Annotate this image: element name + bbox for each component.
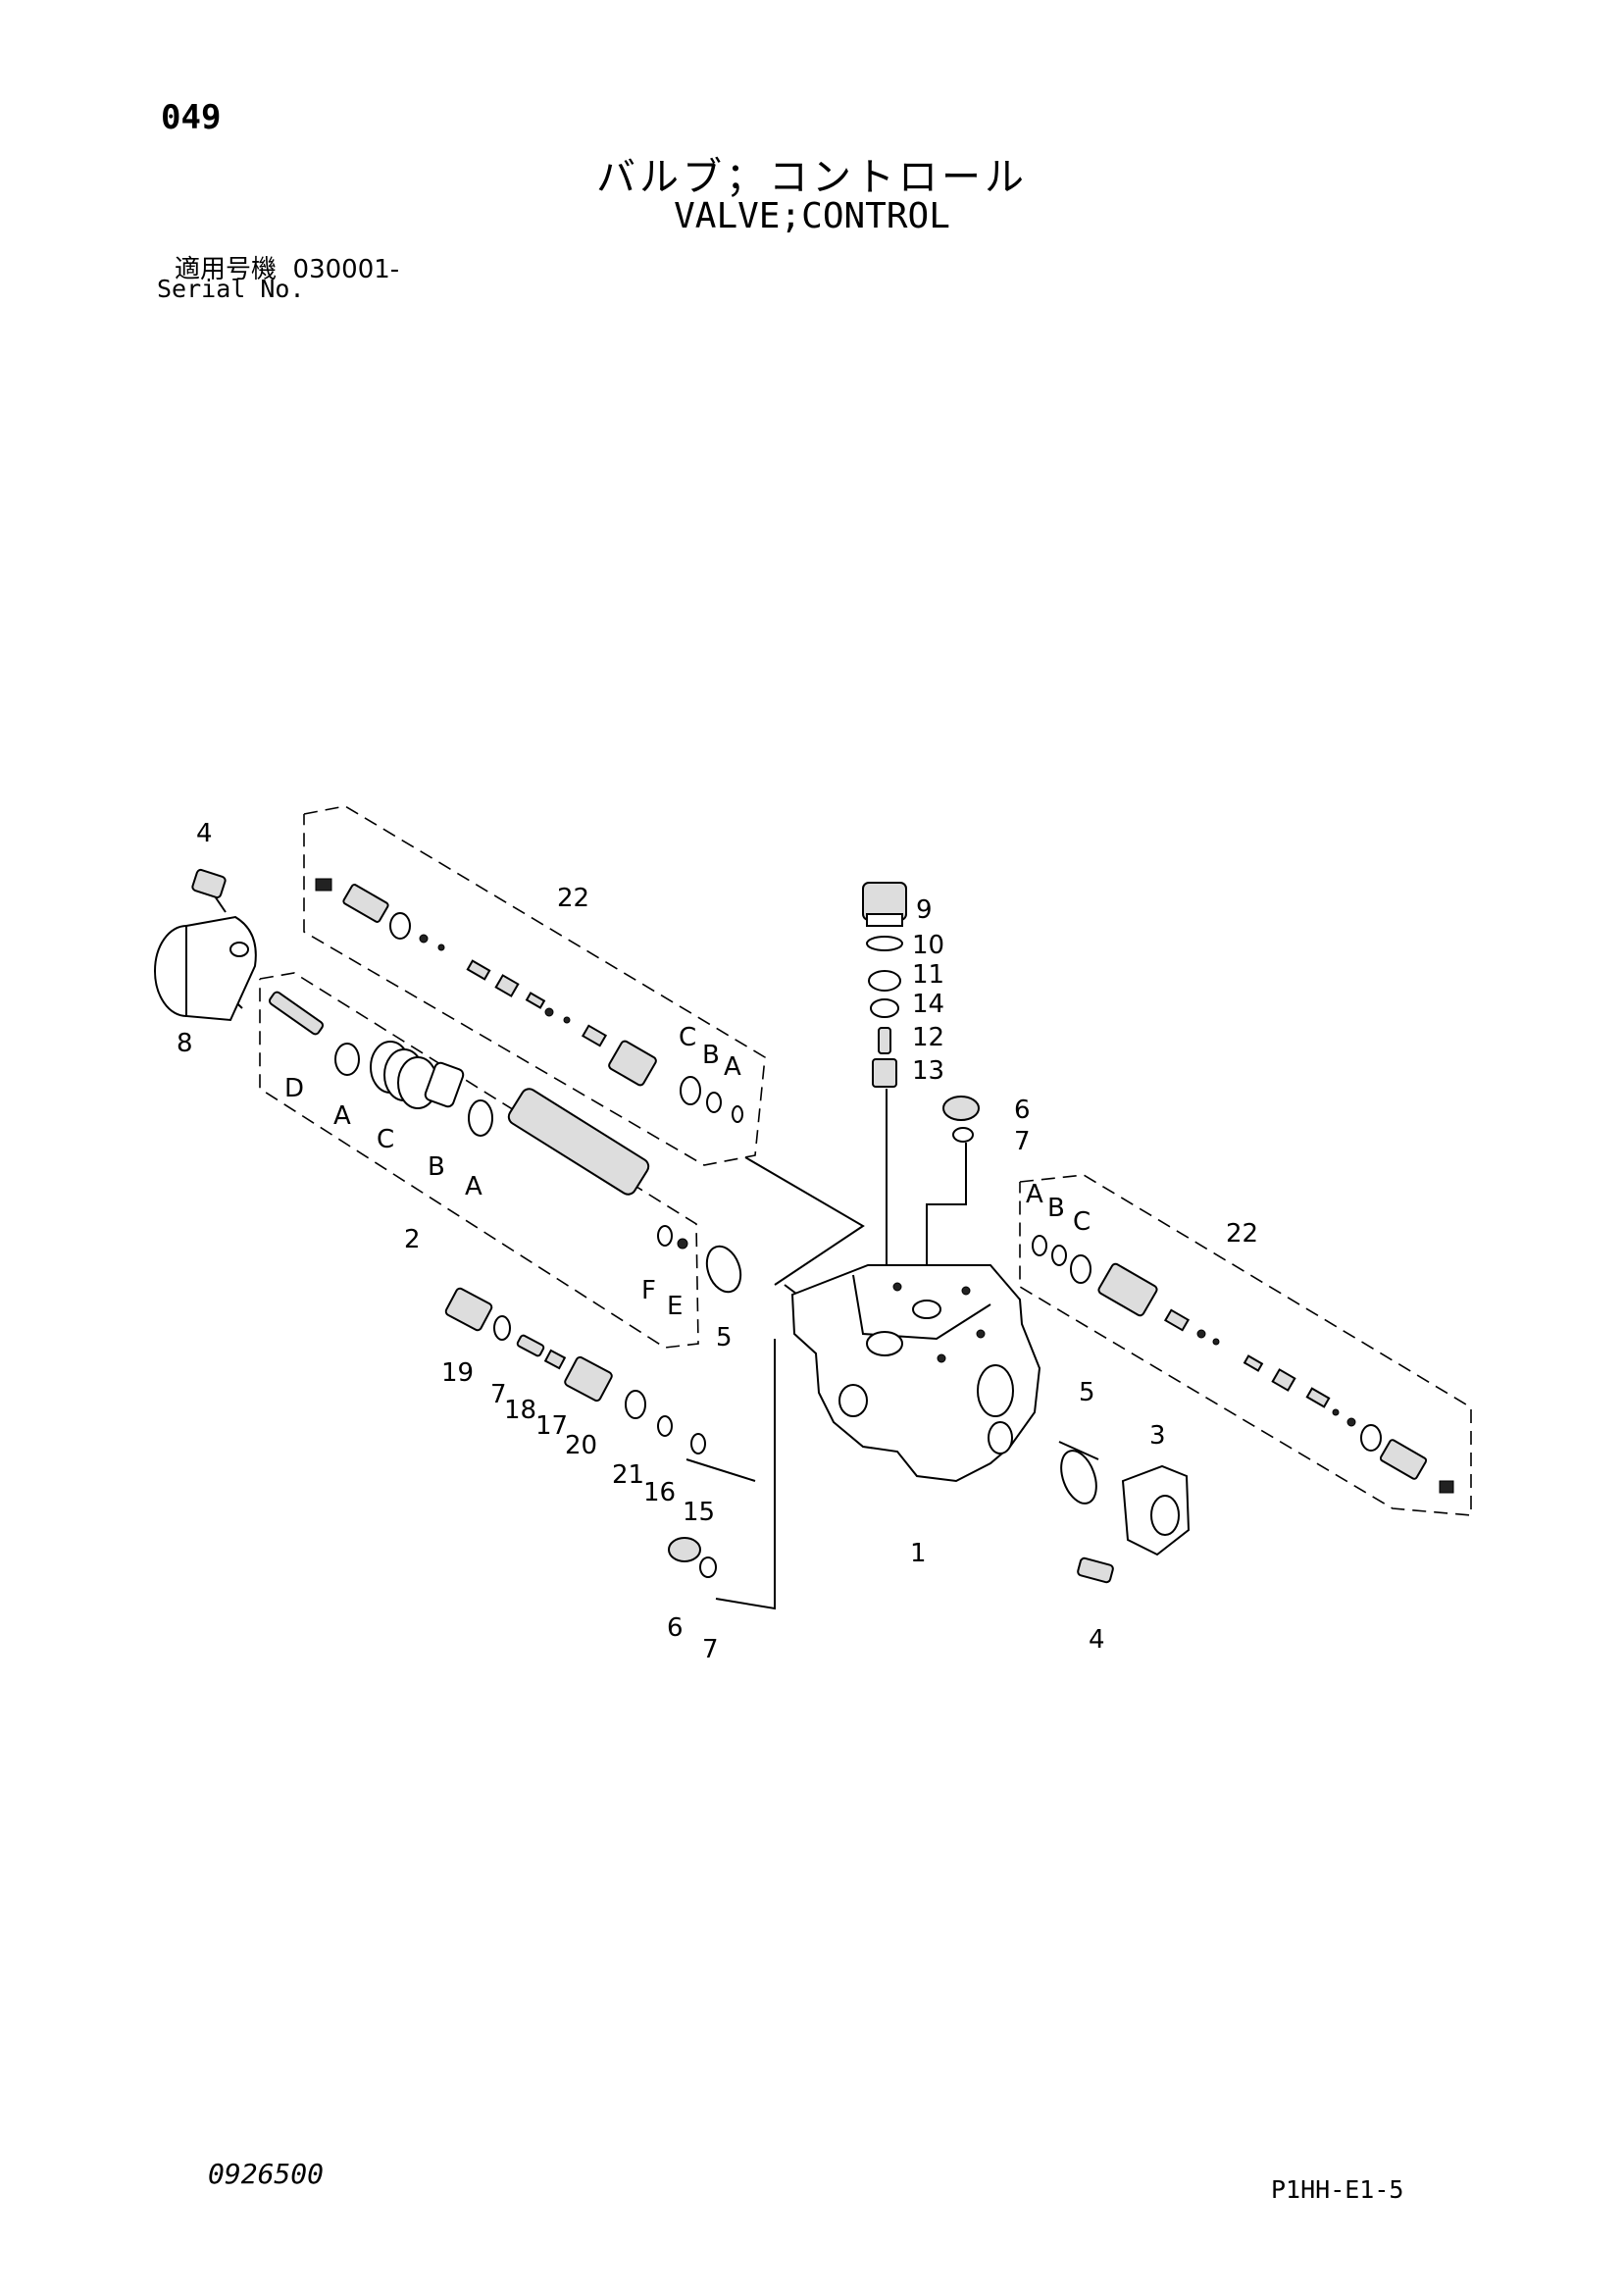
callout-F: F (641, 1276, 656, 1305)
callout-14: 14 (912, 990, 944, 1019)
page-code: P1HH-E1-5 (1271, 2175, 1404, 2204)
callout-B-top: B (702, 1041, 720, 1070)
callout-E: E (667, 1292, 683, 1321)
page-number: 049 (161, 98, 222, 137)
callout-A-1: A (333, 1101, 351, 1131)
callout-22-right: 22 (1226, 1219, 1258, 1249)
lower-left-parts (444, 1287, 706, 1454)
callout-4-bottom: 4 (1089, 1625, 1105, 1655)
callout-21: 21 (612, 1460, 644, 1490)
callout-1: 1 (910, 1539, 927, 1568)
group-22-top-boundary (303, 805, 766, 1166)
part-4-bolt-top (191, 868, 227, 899)
callout-11: 11 (912, 960, 944, 990)
callout-8: 8 (177, 1029, 193, 1058)
part-4-bolt-bottom (1077, 1556, 1114, 1584)
group-22-right-parts (1032, 1235, 1454, 1494)
serial-label-japanese: 適用号機 (175, 255, 278, 284)
callout-2: 2 (404, 1225, 421, 1254)
title-english: VALVE;CONTROL (674, 196, 950, 236)
callout-15: 15 (683, 1498, 715, 1527)
callout-10: 10 (912, 931, 944, 960)
group-2-parts (268, 991, 688, 1250)
document-code: 0926500 (208, 2158, 325, 2190)
callout-A-top: A (724, 1052, 741, 1082)
serial-label-english: Serial No. (157, 275, 305, 303)
callout-3: 3 (1149, 1421, 1166, 1451)
callout-18: 18 (504, 1396, 536, 1425)
callout-19: 19 (441, 1358, 474, 1388)
title-japanese: バルブ；コントロール (596, 155, 1028, 200)
callout-labels: 4 8 22 D A C B A 2 F E C B A 9 10 11 14 … (177, 819, 1258, 1664)
callout-A-right: A (1026, 1180, 1043, 1209)
serial-value: 030001- (292, 255, 400, 284)
callout-22-top: 22 (557, 884, 589, 913)
group-22-top-parts (315, 878, 743, 1123)
callout-A-2: A (465, 1172, 482, 1201)
callout-B-1: B (428, 1152, 445, 1182)
callout-9: 9 (916, 895, 933, 925)
callout-C-top: C (679, 1023, 696, 1052)
callout-7-bottom: 7 (702, 1635, 719, 1664)
callout-C-1: C (377, 1125, 394, 1154)
callout-4-top: 4 (196, 819, 213, 848)
parts-9-to-14-stack (862, 882, 907, 1088)
callout-7-mid: 7 (490, 1380, 507, 1409)
part-1-valve-body (790, 1264, 1041, 1483)
callout-B-right: B (1047, 1194, 1065, 1223)
part-8-flange (154, 915, 257, 1022)
callout-D: D (284, 1074, 304, 1103)
callout-5-right: 5 (1079, 1378, 1095, 1407)
part-6-7-right-plug (942, 1096, 980, 1143)
group-2-boundary (259, 972, 699, 1349)
callout-20: 20 (565, 1431, 597, 1460)
callout-17: 17 (535, 1411, 568, 1441)
callout-7-right: 7 (1014, 1127, 1031, 1156)
callout-6-bottom: 6 (667, 1613, 684, 1643)
callout-12: 12 (912, 1023, 944, 1052)
callout-6-right: 6 (1014, 1096, 1031, 1125)
callout-5-left: 5 (716, 1323, 733, 1352)
part-3-flange (1121, 1464, 1191, 1556)
callout-C-right: C (1073, 1207, 1091, 1237)
callout-16: 16 (643, 1478, 676, 1507)
part-6-7-bottom-plug (668, 1537, 717, 1578)
part-5-orings (705, 1245, 1097, 1505)
serial-row: 適用号機 030001- (175, 249, 399, 285)
callout-13: 13 (912, 1056, 944, 1086)
